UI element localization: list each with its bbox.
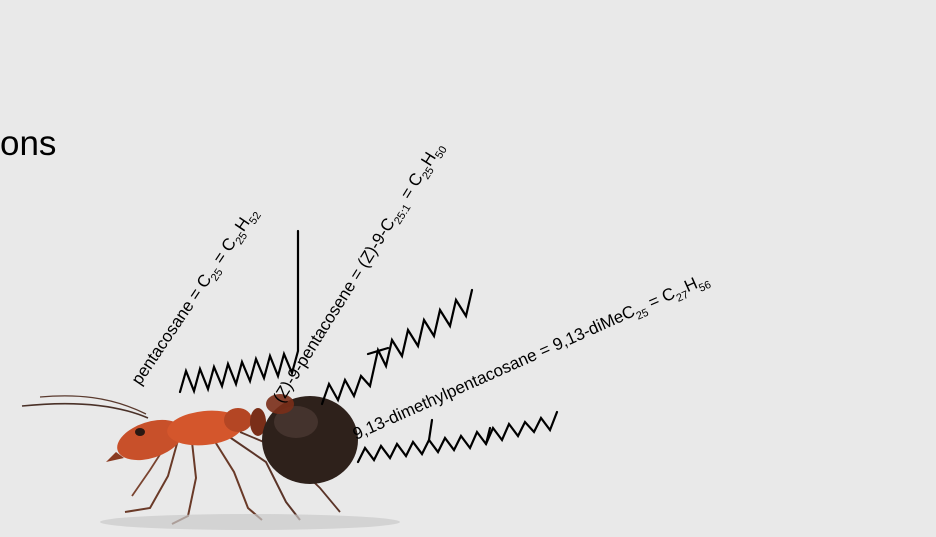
pentacosane-chain [180, 231, 298, 392]
pentacosane-label: pentacosane = C25 = C25H52 [128, 204, 264, 391]
dimethylpentacosane-label-group: 9,13-dimethylpentacosane = 9,13-diMeC25 … [350, 269, 713, 448]
pentacosene-label-group: (Z)-9-pentacosene = (Z)-9-C25:1 = C25H50 [269, 138, 450, 408]
pentacosane-label-group: pentacosane = C25 = C25H52 [128, 204, 264, 391]
ant-illustration [22, 394, 400, 530]
dimethylpentacosane-label: 9,13-dimethylpentacosane = 9,13-diMeC25 … [350, 269, 713, 448]
pentacosene-label: (Z)-9-pentacosene = (Z)-9-C25:1 = C25H50 [269, 138, 450, 408]
